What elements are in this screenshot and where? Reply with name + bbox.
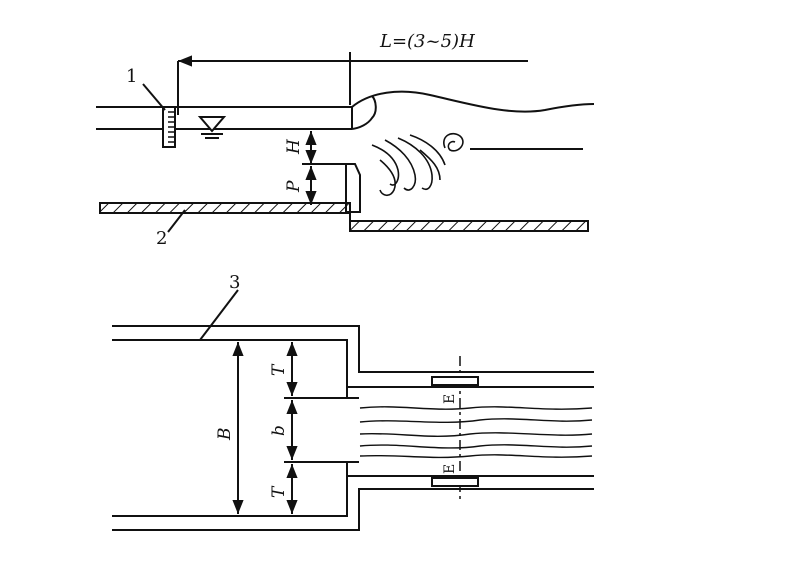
channel-inner-wall [112, 339, 594, 388]
channel-width-label: B [215, 428, 235, 442]
elevation-view [96, 52, 595, 233]
weir-height-label: P [284, 180, 304, 193]
water-level-icon [197, 116, 227, 133]
head-label: H [284, 138, 304, 155]
side-bottom-label: T [269, 485, 289, 498]
bottom-clamp [431, 477, 479, 487]
plan-view [112, 289, 594, 531]
upstream-channel-bed [99, 202, 351, 214]
turbulence-swirls [371, 132, 464, 197]
section-mark-top: E [442, 394, 458, 404]
part-label-2: 2 [156, 228, 167, 249]
weir-width-label: b [269, 425, 289, 436]
part-label-3: 3 [229, 272, 240, 293]
channel-outer-wall [112, 325, 594, 373]
leader-1 [142, 83, 166, 111]
length-formula-label: L=(3~5)H [379, 31, 475, 52]
section-mark-bottom: E [442, 464, 458, 474]
nappe-upper-surface [351, 90, 595, 113]
leader-3 [199, 289, 239, 341]
side-top-label: T [269, 363, 289, 376]
flow-streamlines [359, 406, 593, 459]
part-label-1: 1 [126, 66, 137, 87]
downstream-channel-bed [349, 220, 589, 232]
nappe-lower-surface [351, 95, 377, 130]
leader-2 [167, 209, 186, 233]
top-clamp [431, 376, 479, 386]
